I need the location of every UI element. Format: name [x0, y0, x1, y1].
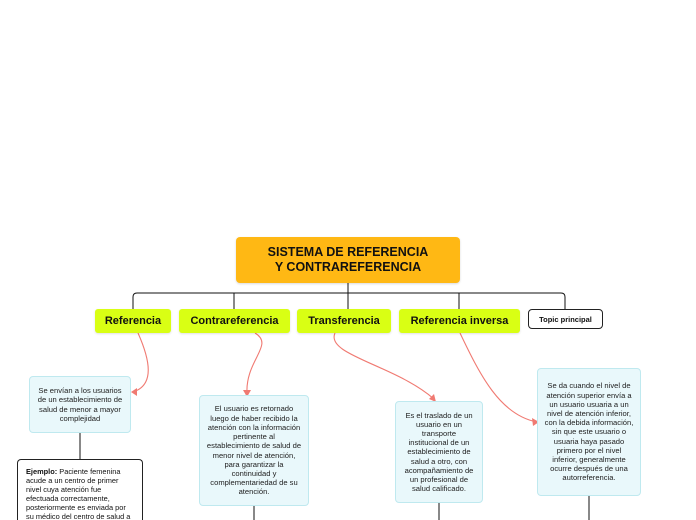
branch-topic-principal[interactable]: Topic principal	[528, 309, 603, 329]
description-text: Es el traslado de un usuario en un trans…	[404, 410, 474, 494]
root-title: SISTEMA DE REFERENCIA Y CONTRAREFERENCIA	[267, 245, 429, 274]
branch-bus-line	[132, 292, 566, 309]
example-box[interactable]: Ejemplo: Paciente femenina acude a un ce…	[17, 459, 143, 520]
example-label: Ejemplo:	[26, 467, 58, 476]
branch-label: Topic principal	[539, 314, 592, 324]
branch-referencia-inversa[interactable]: Referencia inversa	[399, 309, 520, 333]
branch-label: Referencia	[104, 315, 162, 327]
description-text: El usuario es retornado luego de haber r…	[206, 404, 302, 497]
branch-referencia[interactable]: Referencia	[95, 309, 171, 333]
branch-transferencia[interactable]: Transferencia	[297, 309, 391, 333]
arrow-transferencia	[333, 332, 435, 400]
description-transferencia[interactable]: Es el traslado de un usuario en un trans…	[395, 401, 483, 503]
branch-label: Referencia inversa	[410, 315, 509, 327]
description-contrareferencia[interactable]: El usuario es retornado luego de haber r…	[199, 395, 309, 506]
description-referencia[interactable]: Se envían a los usuarios de un estableci…	[29, 376, 131, 433]
description-text: Se envían a los usuarios de un estableci…	[37, 386, 123, 423]
branch-contrareferencia[interactable]: Contrareferencia	[179, 309, 290, 333]
arrow-referencia	[132, 332, 149, 393]
description-referencia-inversa[interactable]: Se da cuando el nivel de atención superi…	[537, 368, 641, 496]
root-topic[interactable]: SISTEMA DE REFERENCIA Y CONTRAREFERENCIA	[236, 237, 460, 283]
arrowhead-referencia	[131, 388, 137, 396]
branch-label: Transferencia	[308, 315, 380, 327]
branch-label: Contrareferencia	[190, 315, 279, 327]
arrow-contrareferencia	[246, 332, 263, 395]
description-text: Se da cuando el nivel de atención superi…	[544, 381, 634, 483]
example-text: Paciente femenina acude a un centro de p…	[26, 467, 131, 520]
